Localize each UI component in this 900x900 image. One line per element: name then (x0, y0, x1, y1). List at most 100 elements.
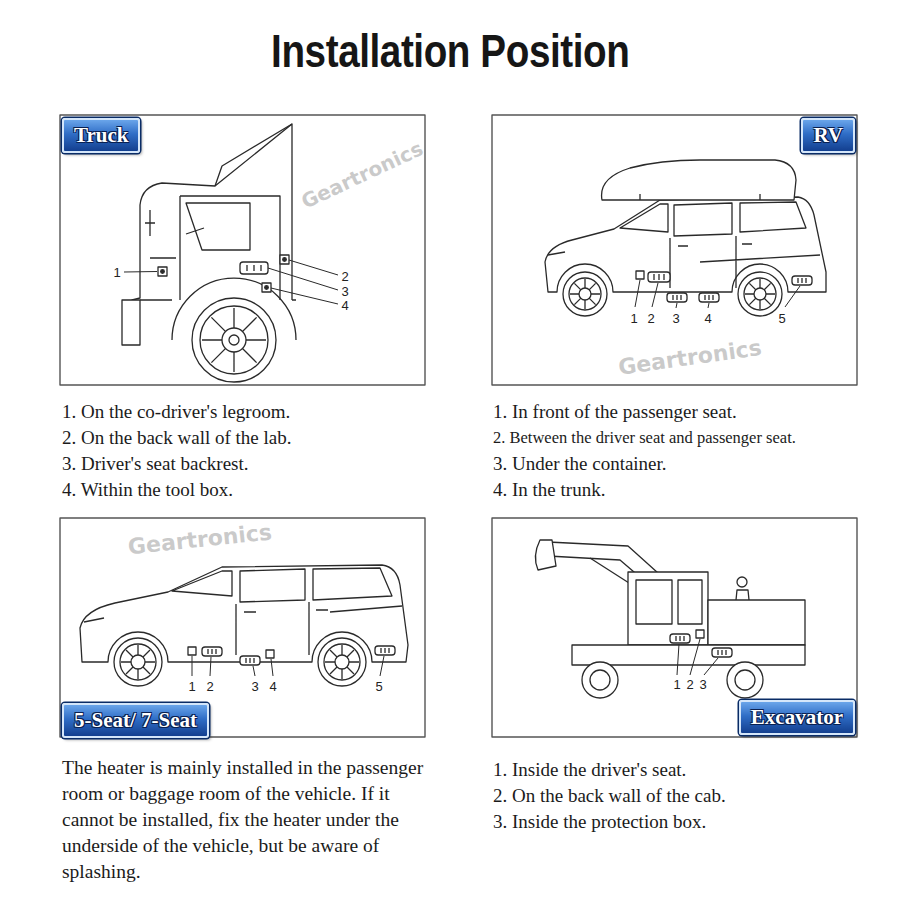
door-outline (180, 196, 280, 300)
leader-line (124, 260, 338, 304)
wheel-hub (131, 655, 145, 669)
list-item: 3. Inside the protection box. (493, 811, 706, 834)
heater-unit (240, 656, 260, 665)
list-item: 1. Inside the driver's seat. (493, 759, 686, 782)
wheel (569, 278, 601, 310)
heater-mark (280, 255, 289, 264)
list-item: 3. Driver's seat backrest. (62, 453, 249, 476)
wheel (318, 638, 366, 686)
list-item: 2. Between the driver seat and passenger… (493, 428, 796, 448)
callout-number: 5 (778, 312, 785, 325)
wheel-spokes (570, 279, 600, 309)
leader-line (192, 656, 384, 676)
list-item: 1. On the co-driver's legroom. (62, 401, 290, 424)
excavator-illustration (492, 518, 857, 737)
roof-rail (640, 194, 760, 200)
wheel-spokes (121, 645, 155, 679)
rv-illustration (492, 115, 857, 385)
bucket (535, 540, 556, 570)
vehicle-badge: 5-Seat/ 7-Seat (62, 703, 209, 738)
wheel (735, 670, 755, 690)
list-item: 2. On the back wall of the cab. (493, 785, 726, 808)
windshield (172, 571, 232, 596)
heater-unit (699, 293, 719, 302)
list-item: 4. Within the tool box. (62, 479, 233, 502)
cab-window (636, 580, 702, 624)
list-item: 1. In front of the passenger seat. (493, 401, 737, 424)
heater-unit (240, 262, 268, 274)
badge-label: Excavator (751, 705, 843, 729)
wheel (582, 662, 618, 698)
vehicle-badge: Truck (62, 118, 140, 153)
leader-line (635, 280, 800, 308)
callout-number: 3 (672, 312, 679, 325)
heater-unit (202, 647, 222, 656)
heater-unit (705, 295, 713, 300)
side-window (674, 202, 806, 236)
heater-unit (673, 295, 681, 300)
callout-number: 1 (113, 266, 120, 279)
heater-mark (265, 286, 269, 290)
operator-figure (736, 590, 749, 600)
heater-unit (792, 276, 812, 285)
callout-number: 1 (188, 680, 195, 693)
side-window (240, 568, 392, 602)
heater-mark (188, 647, 196, 655)
wheel-hub (229, 335, 239, 345)
heater-unit (798, 278, 806, 283)
panel-frame (60, 115, 425, 385)
operator-figure (737, 577, 747, 587)
wheel-spokes (745, 279, 775, 309)
callout-number: 2 (686, 678, 693, 691)
chassis (572, 645, 805, 665)
heater-unit (246, 658, 254, 663)
callout-number: 3 (341, 285, 348, 298)
vehicle-badge: Excavator (739, 700, 855, 735)
wheel-hub (222, 328, 246, 352)
wheel (120, 644, 156, 680)
leader-line (677, 639, 718, 675)
heater-unit (247, 265, 261, 271)
wheel (114, 638, 162, 686)
cab-detail (145, 210, 204, 258)
heater-unit (208, 649, 216, 654)
heater-mark (161, 270, 165, 274)
note-paragraph: The heater is mainly installed in the pa… (62, 755, 442, 885)
wheel (192, 298, 276, 382)
list-item: 2. On the back wall of the lab. (62, 427, 292, 450)
badge-label: Truck (74, 123, 128, 147)
heater-unit (676, 636, 684, 641)
wheel-hub (579, 288, 591, 300)
callout-number: 1 (630, 312, 637, 325)
callout-number: 4 (704, 312, 711, 325)
list-item: 4. In the trunk. (493, 479, 605, 502)
wheel-hub (754, 288, 766, 300)
windshield (620, 204, 668, 232)
heater-mark (158, 267, 167, 276)
callout-number: 2 (341, 270, 348, 283)
bumper (122, 300, 140, 345)
engine-box (708, 600, 805, 645)
heater-unit (648, 272, 670, 282)
heater-mark (266, 650, 274, 658)
wheel-hub (335, 655, 349, 669)
callout-number: 1 (673, 678, 680, 691)
truck-illustration (60, 115, 425, 385)
badge-label: 5-Seat/ 7-Seat (74, 708, 197, 732)
wheel-spokes (325, 645, 359, 679)
vehicle-badge: RV (801, 118, 855, 153)
roof-box (602, 160, 796, 200)
title-block: Installation Position (0, 24, 900, 79)
heater-unit (667, 293, 687, 302)
heater-mark (262, 283, 271, 292)
callout-number: 3 (699, 678, 706, 691)
wheel (563, 272, 607, 316)
heater-mark (283, 258, 287, 262)
callout-number: 5 (375, 680, 382, 693)
heater-unit (670, 634, 690, 643)
badge-label: RV (813, 123, 843, 147)
roof-fairing (215, 124, 292, 186)
panel-frame (492, 518, 857, 737)
wheel (744, 278, 776, 310)
